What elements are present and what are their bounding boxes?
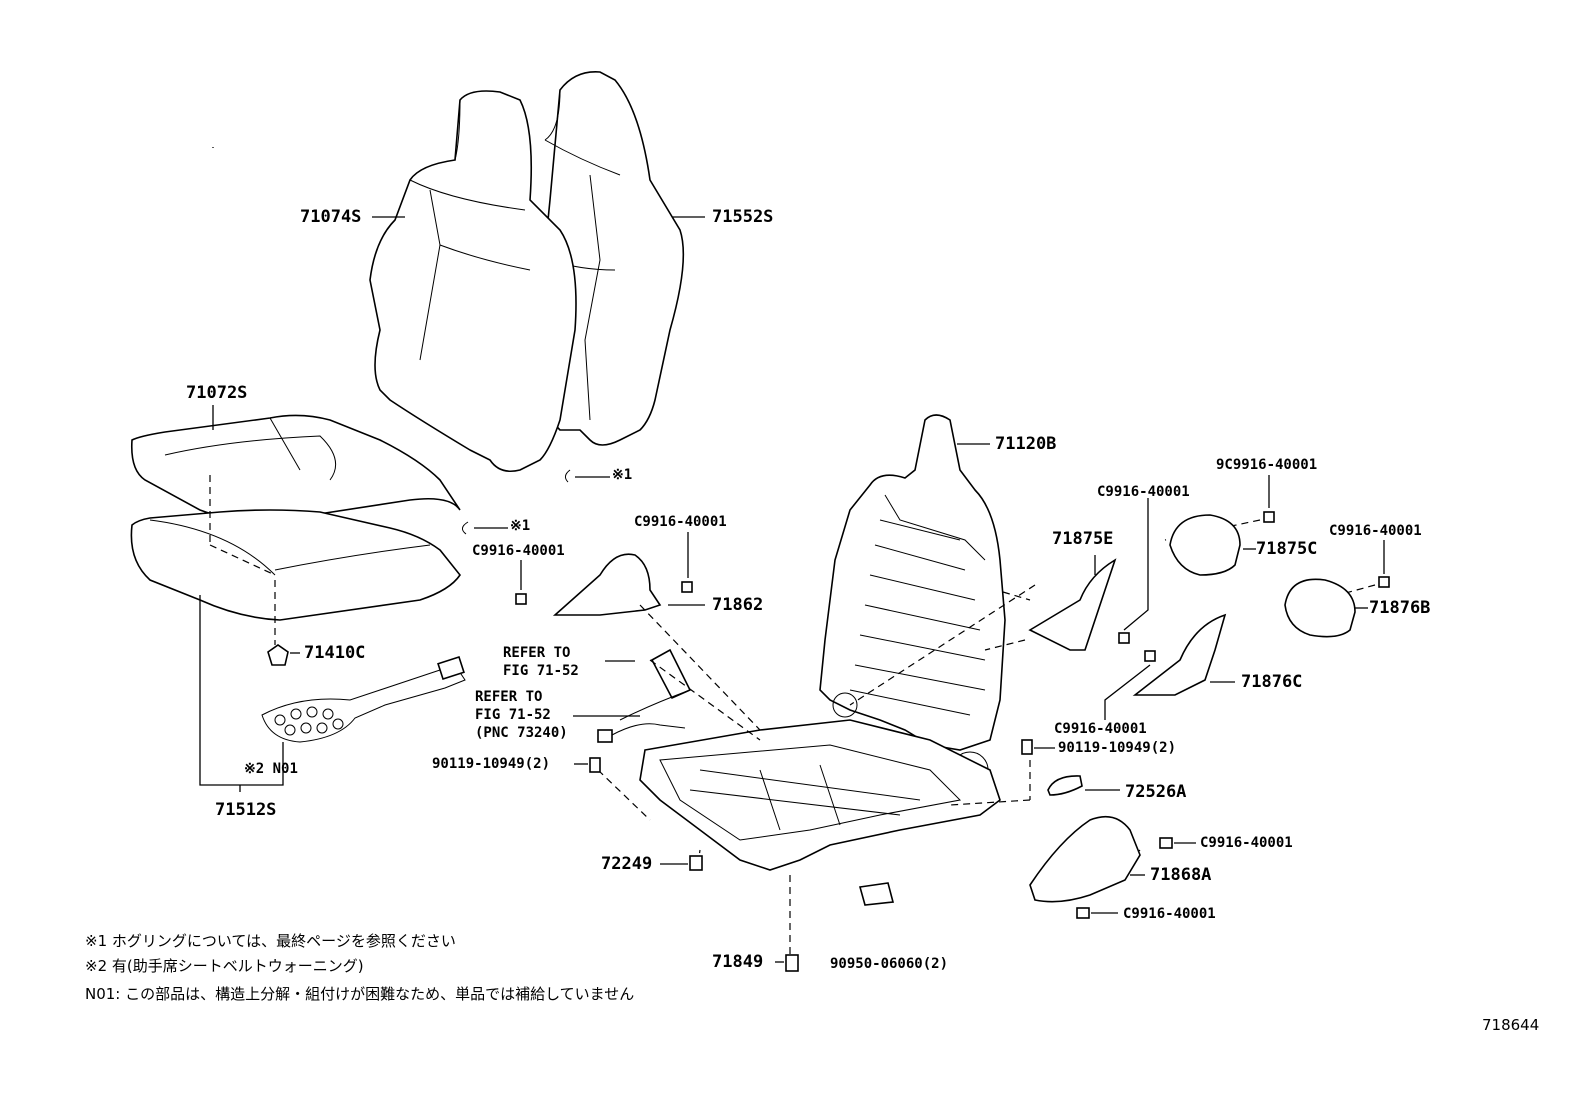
seat-back-cover xyxy=(369,90,577,473)
label-c9916-40001-b: C9916-40001 xyxy=(1329,523,1422,539)
bolt-icon xyxy=(589,757,601,773)
label-71410C: 71410C xyxy=(304,643,366,663)
bolt-icon xyxy=(1378,576,1390,588)
note-3: N01: この部品は、構造上分解・組付けが困難なため、単品では補給していません xyxy=(85,985,635,1003)
label-90950 xyxy=(858,882,895,906)
label-90119-10949-right: 90119-10949(2) xyxy=(1058,740,1177,756)
bolt-icon xyxy=(681,581,693,593)
hog-ring-icon xyxy=(462,521,469,535)
label-71876B: 71876B xyxy=(1369,598,1431,618)
pad-72526A xyxy=(1047,775,1083,796)
clip-icon xyxy=(267,644,289,666)
bolt-icon xyxy=(689,855,703,871)
label-71875E: 71875E xyxy=(1052,529,1114,549)
label-71512S: 71512S xyxy=(215,800,277,820)
label-hog-ring-1: ※1 xyxy=(612,467,633,483)
seat-belt-buckle xyxy=(597,648,692,743)
cover-71868A xyxy=(1029,815,1141,903)
label-90950-06060: 90950-06060(2) xyxy=(830,956,949,972)
label-9c9916-40001: 9C9916-40001 xyxy=(1216,457,1318,473)
seat-cushion-frame xyxy=(639,719,1001,871)
cover-71875C xyxy=(1169,514,1241,576)
bolt-icon xyxy=(785,954,799,972)
bracket-71862 xyxy=(552,553,662,616)
label-72526A: 72526A xyxy=(1125,782,1187,802)
label-71862: 71862 xyxy=(712,595,764,615)
label-hog-ring-2: ※1 xyxy=(510,518,531,534)
bolt-icon xyxy=(1118,632,1130,644)
label-72249: 72249 xyxy=(601,854,653,874)
label-71849: 71849 xyxy=(712,952,764,972)
label-c9916-40001-e: C9916-40001 xyxy=(1054,721,1147,737)
label-71875C: 71875C xyxy=(1256,539,1318,559)
label-71072S: 71072S xyxy=(186,383,248,403)
seat-back-frame xyxy=(819,414,1006,789)
bracket-71876C xyxy=(1132,613,1227,696)
seat-cushion-cover xyxy=(130,414,461,522)
label-n01: ※2 N01 xyxy=(244,761,298,777)
note-2: ※2 有(助手席シートベルトウォーニング) xyxy=(85,957,364,975)
label-c9916-40001-f: C9916-40001 xyxy=(1200,835,1293,851)
cover-71876B xyxy=(1284,578,1356,638)
label-c9916-40001-g: C9916-40001 xyxy=(1123,906,1216,922)
seat-cushion-pad xyxy=(130,509,461,621)
label-71552S: 71552S xyxy=(712,207,774,227)
hog-ring-icon xyxy=(564,469,571,483)
bolt-icon xyxy=(1144,650,1156,662)
occupant-sensor xyxy=(261,655,466,743)
bolt-icon xyxy=(1076,907,1090,919)
label-71868A: 71868A xyxy=(1150,865,1212,885)
bolt-icon xyxy=(1021,739,1033,755)
figure-number: 718644 xyxy=(1482,1016,1540,1034)
label-c9916-40001-a: C9916-40001 xyxy=(1097,484,1190,500)
label-71074S: 71074S xyxy=(300,207,362,227)
bolt-icon xyxy=(515,593,527,605)
note-1: ※1 ホグリングについては、最終ページを参照ください xyxy=(85,932,456,950)
bolt-icon xyxy=(1159,837,1173,849)
label-71120B: 71120B xyxy=(995,434,1057,454)
label-c9916-40001-c: C9916-40001 xyxy=(634,514,727,530)
bolt-icon xyxy=(1263,511,1275,523)
label-71876C: 71876C xyxy=(1241,672,1303,692)
label-90119-10949-left: 90119-10949(2) xyxy=(432,756,551,772)
label-c9916-40001-d: C9916-40001 xyxy=(472,543,565,559)
bracket-71875E xyxy=(1028,558,1117,651)
